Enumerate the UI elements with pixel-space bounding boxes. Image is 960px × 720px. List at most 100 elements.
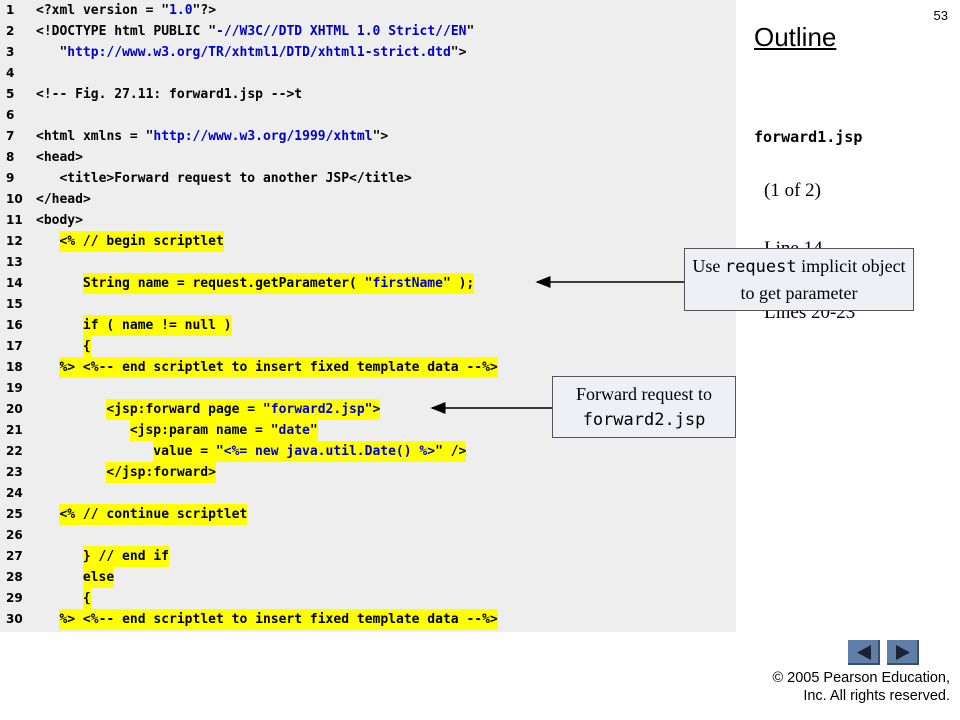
- copyright-line-2: Inc. All rights reserved.: [803, 688, 950, 704]
- copyright-line-1: © 2005 Pearson Education,: [772, 670, 950, 686]
- code-text: <jsp:param name = "date": [129, 420, 318, 441]
- code-line: 5 <!-- Fig. 27.11: forward1.jsp -->t: [0, 84, 736, 105]
- line-number: 9: [6, 171, 15, 185]
- code-line: 6: [0, 105, 736, 126]
- code-text: if ( name != null ): [82, 315, 232, 336]
- code-line: 18 %> <%-- end scriptlet to insert fixed …: [0, 357, 736, 378]
- code-text: {: [82, 336, 91, 357]
- code-text: <body>: [36, 213, 83, 228]
- code-text: <% // begin scriptlet: [59, 231, 224, 252]
- line-number: 5: [6, 87, 15, 101]
- line-number: 20: [6, 402, 23, 416]
- code-line: 9 <title>Forward request to another JSP</…: [0, 168, 736, 189]
- callout-forward: Forward request to forward2.jsp: [552, 376, 736, 438]
- code-text: <title>Forward request to another JSP</t…: [59, 171, 412, 186]
- code-text: <?xml version = "1.0"?>: [36, 3, 217, 18]
- code-line: 17 {: [0, 336, 736, 357]
- prev-slide-button[interactable]: [848, 640, 880, 665]
- callout-request-pre: Use: [692, 256, 725, 276]
- code-text: {: [82, 588, 91, 609]
- line-number: 12: [6, 234, 23, 248]
- code-line: 11 <body>: [0, 210, 736, 231]
- line-number: 24: [6, 486, 23, 500]
- callout-request-post: implicit object to get parameter: [740, 256, 906, 303]
- line-number: 16: [6, 318, 23, 332]
- code-line: 13: [0, 252, 736, 273]
- code-line: 21 <jsp:param name = "date": [0, 420, 736, 441]
- code-line: 29 {: [0, 588, 736, 609]
- line-number: 28: [6, 570, 23, 584]
- line-number: 19: [6, 381, 23, 395]
- line-number: 17: [6, 339, 23, 353]
- line-number: 25: [6, 507, 23, 521]
- code-text: } // end if: [82, 546, 169, 567]
- line-number: 29: [6, 591, 23, 605]
- code-line: 7 <html xmlns = "http://www.w3.org/1999/x…: [0, 126, 736, 147]
- line-number: 27: [6, 549, 23, 563]
- line-number: 4: [6, 66, 15, 80]
- outline-title[interactable]: Outline: [754, 22, 837, 52]
- code-line: 10 </head>: [0, 189, 736, 210]
- callout-forward-pre: Forward request to: [576, 384, 712, 404]
- code-line: 28 else: [0, 567, 736, 588]
- code-line: 4: [0, 63, 736, 84]
- code-text: "http://www.w3.org/TR/xhtml1/DTD/xhtml1-…: [59, 45, 467, 60]
- code-text: <!DOCTYPE html PUBLIC "-//W3C//DTD XHTML…: [36, 24, 475, 39]
- file-name: forward1.jsp: [754, 128, 863, 146]
- code-line: 14 String name = request.getParameter( "f…: [0, 273, 736, 294]
- code-line: 30 %> <%-- end scriptlet to insert fixed …: [0, 609, 736, 630]
- line-number: 3: [6, 45, 15, 59]
- code-line: 12 <% // begin scriptlet: [0, 231, 736, 252]
- line-number: 11: [6, 213, 23, 227]
- line-number: 26: [6, 528, 23, 542]
- callout-request: Use request implicit object to get param…: [684, 248, 914, 311]
- part-label: (1 of 2): [764, 180, 821, 201]
- line-number: 2: [6, 24, 15, 38]
- code-line: 3 "http://www.w3.org/TR/xhtml1/DTD/xhtml1…: [0, 42, 736, 63]
- code-line: 8 <head>: [0, 147, 736, 168]
- code-text: <!-- Fig. 27.11: forward1.jsp -->t: [36, 87, 303, 102]
- line-number: 13: [6, 255, 23, 269]
- line-number: 14: [6, 276, 23, 290]
- code-line: 27 } // end if: [0, 546, 736, 567]
- code-listing: 1 <?xml version = "1.0"?> 2 <!DOCTYPE html …: [0, 0, 736, 632]
- line-number: 15: [6, 297, 23, 311]
- line-number: 30: [6, 612, 23, 626]
- triangle-right-icon: [896, 645, 910, 660]
- code-text: <head>: [36, 150, 83, 165]
- code-line: 16 if ( name != null ): [0, 315, 736, 336]
- code-line: 24: [0, 483, 736, 504]
- code-line: 23 </jsp:forward>: [0, 462, 736, 483]
- copyright-notice: © 2005 Pearson Education, Inc. All right…: [772, 669, 950, 705]
- code-text: <% // continue scriptlet: [59, 504, 248, 525]
- code-line: 26: [0, 525, 736, 546]
- code-text: <html xmlns = "http://www.w3.org/1999/xh…: [36, 129, 389, 144]
- line-number: 10: [6, 192, 23, 206]
- callout-request-mono: request: [724, 257, 797, 277]
- code-text: </jsp:forward>: [106, 462, 216, 483]
- code-text: String name = request.getParameter( "fir…: [82, 273, 475, 294]
- code-line: 2 <!DOCTYPE html PUBLIC "-//W3C//DTD XHTM…: [0, 21, 736, 42]
- code-text: </head>: [36, 192, 91, 207]
- code-text: %> <%-- end scriptlet to insert fixed te…: [59, 609, 498, 630]
- triangle-left-icon: [857, 645, 871, 660]
- callout-forward-mono: forward2.jsp: [582, 410, 706, 430]
- code-line: 25 <% // continue scriptlet: [0, 504, 736, 525]
- code-text: else: [82, 567, 115, 588]
- page-number: 53: [933, 8, 948, 23]
- code-text: %> <%-- end scriptlet to insert fixed te…: [59, 357, 498, 378]
- line-number: 18: [6, 360, 23, 374]
- line-number: 22: [6, 444, 23, 458]
- line-number: 7: [6, 129, 15, 143]
- line-number: 23: [6, 465, 23, 479]
- line-number: 21: [6, 423, 23, 437]
- code-line: 20 <jsp:forward page = "forward2.jsp">: [0, 399, 736, 420]
- code-line: 19: [0, 378, 736, 399]
- line-number: 1: [6, 3, 15, 17]
- code-text: <jsp:forward page = "forward2.jsp">: [106, 399, 381, 420]
- next-slide-button[interactable]: [887, 640, 919, 665]
- line-number: 8: [6, 150, 15, 164]
- line-number: 6: [6, 108, 15, 122]
